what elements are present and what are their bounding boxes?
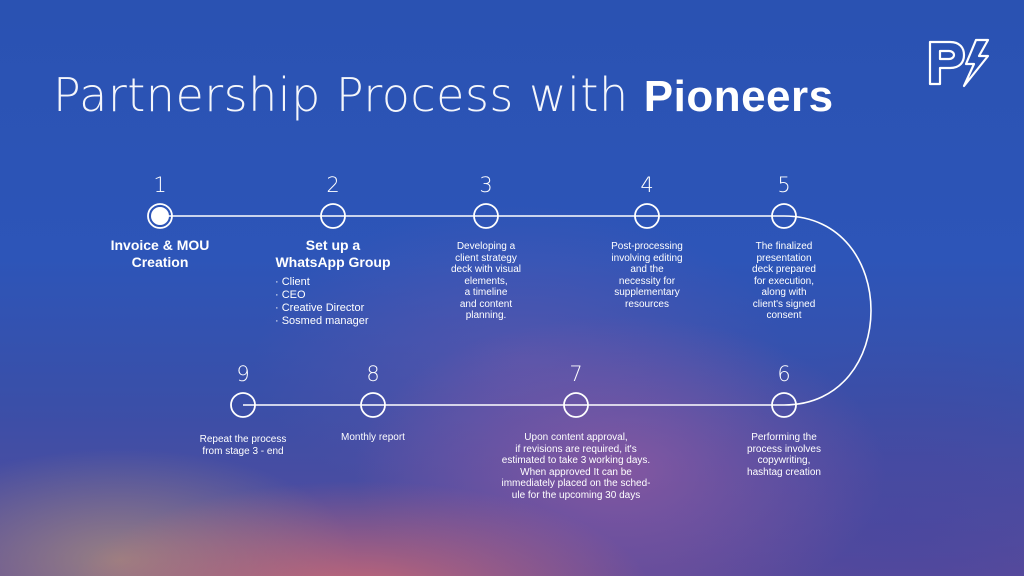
step-label-5: The finalized presentation deck prepared…	[752, 241, 816, 321]
step-number-2: 2	[326, 173, 340, 197]
step-number-6: 6	[777, 362, 791, 386]
step-label-6: Performing the process involves copywrit…	[747, 432, 821, 478]
step-number-4: 4	[640, 173, 654, 197]
pioneers-logo	[928, 38, 990, 88]
step-node-2	[320, 203, 346, 229]
step-number-9: 9	[236, 362, 250, 386]
step-label-4: Post-processing involving editing and th…	[611, 241, 683, 310]
step-label-1: Invoice & MOU Creation	[110, 237, 210, 270]
step-label-2: Set up a WhatsApp Group	[275, 237, 391, 270]
whatsapp-members-list: · Client · CEO · Creative Director · Sos…	[275, 276, 369, 328]
step-node-1	[147, 203, 173, 229]
step-node-5	[771, 203, 797, 229]
step-number-7: 7	[569, 362, 583, 386]
step-node-6	[771, 392, 797, 418]
step-label-7: Upon content approval, if revisions are …	[501, 432, 651, 501]
step-number-1: 1	[153, 173, 167, 197]
step-node-8	[360, 392, 386, 418]
title-light: Partnership Process with	[53, 68, 629, 122]
step-number-8: 8	[366, 362, 380, 386]
step-node-3	[473, 203, 499, 229]
member-item: · Creative Director	[275, 302, 365, 314]
step-label-3: Developing a client strategy deck with v…	[450, 241, 522, 321]
step-label-9: Repeat the process from stage 3 - end	[199, 434, 287, 457]
step-number-5: 5	[777, 173, 791, 197]
page-title: Partnership Process with Pioneers	[53, 68, 834, 122]
member-item: · Client	[275, 276, 310, 288]
title-brand: Pioneers	[643, 72, 834, 121]
step-number-3: 3	[479, 173, 493, 197]
member-item: · Sosmed manager	[275, 315, 369, 327]
member-item: · CEO	[275, 289, 306, 301]
step-node-9	[230, 392, 256, 418]
step-node-7	[563, 392, 589, 418]
step-node-1-active-dot	[151, 207, 169, 225]
step-node-4	[634, 203, 660, 229]
timeline-curve	[783, 215, 872, 406]
step-label-8: Monthly report	[341, 432, 405, 443]
